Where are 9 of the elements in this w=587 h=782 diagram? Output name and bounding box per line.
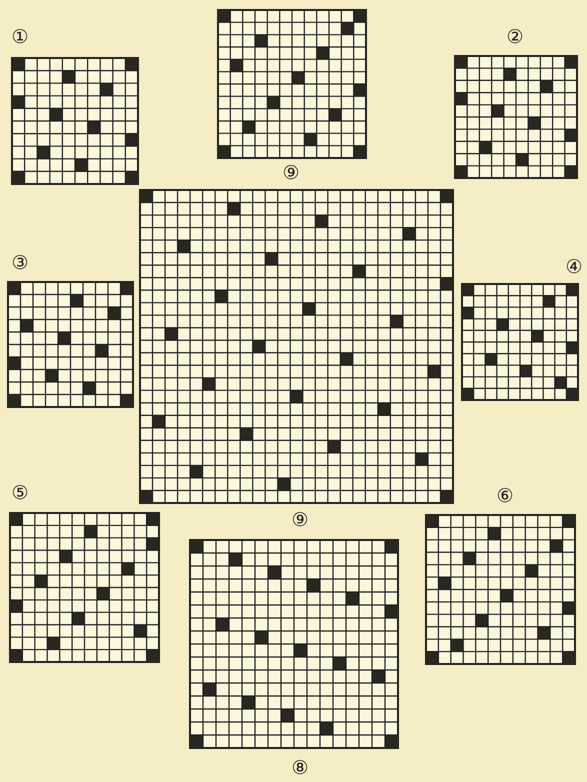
figure-number: ⑧ <box>290 757 310 779</box>
figure-number: ⑨ <box>290 509 310 531</box>
figure-number: ② <box>506 26 524 48</box>
figure-number: ③ <box>10 252 30 274</box>
figure-number: ① <box>10 26 30 48</box>
figure-number: ⑨ <box>282 162 300 184</box>
figure-number: ⑥ <box>496 485 514 507</box>
figure-number: ④ <box>564 256 584 278</box>
figure-number: ⑤ <box>10 482 30 504</box>
